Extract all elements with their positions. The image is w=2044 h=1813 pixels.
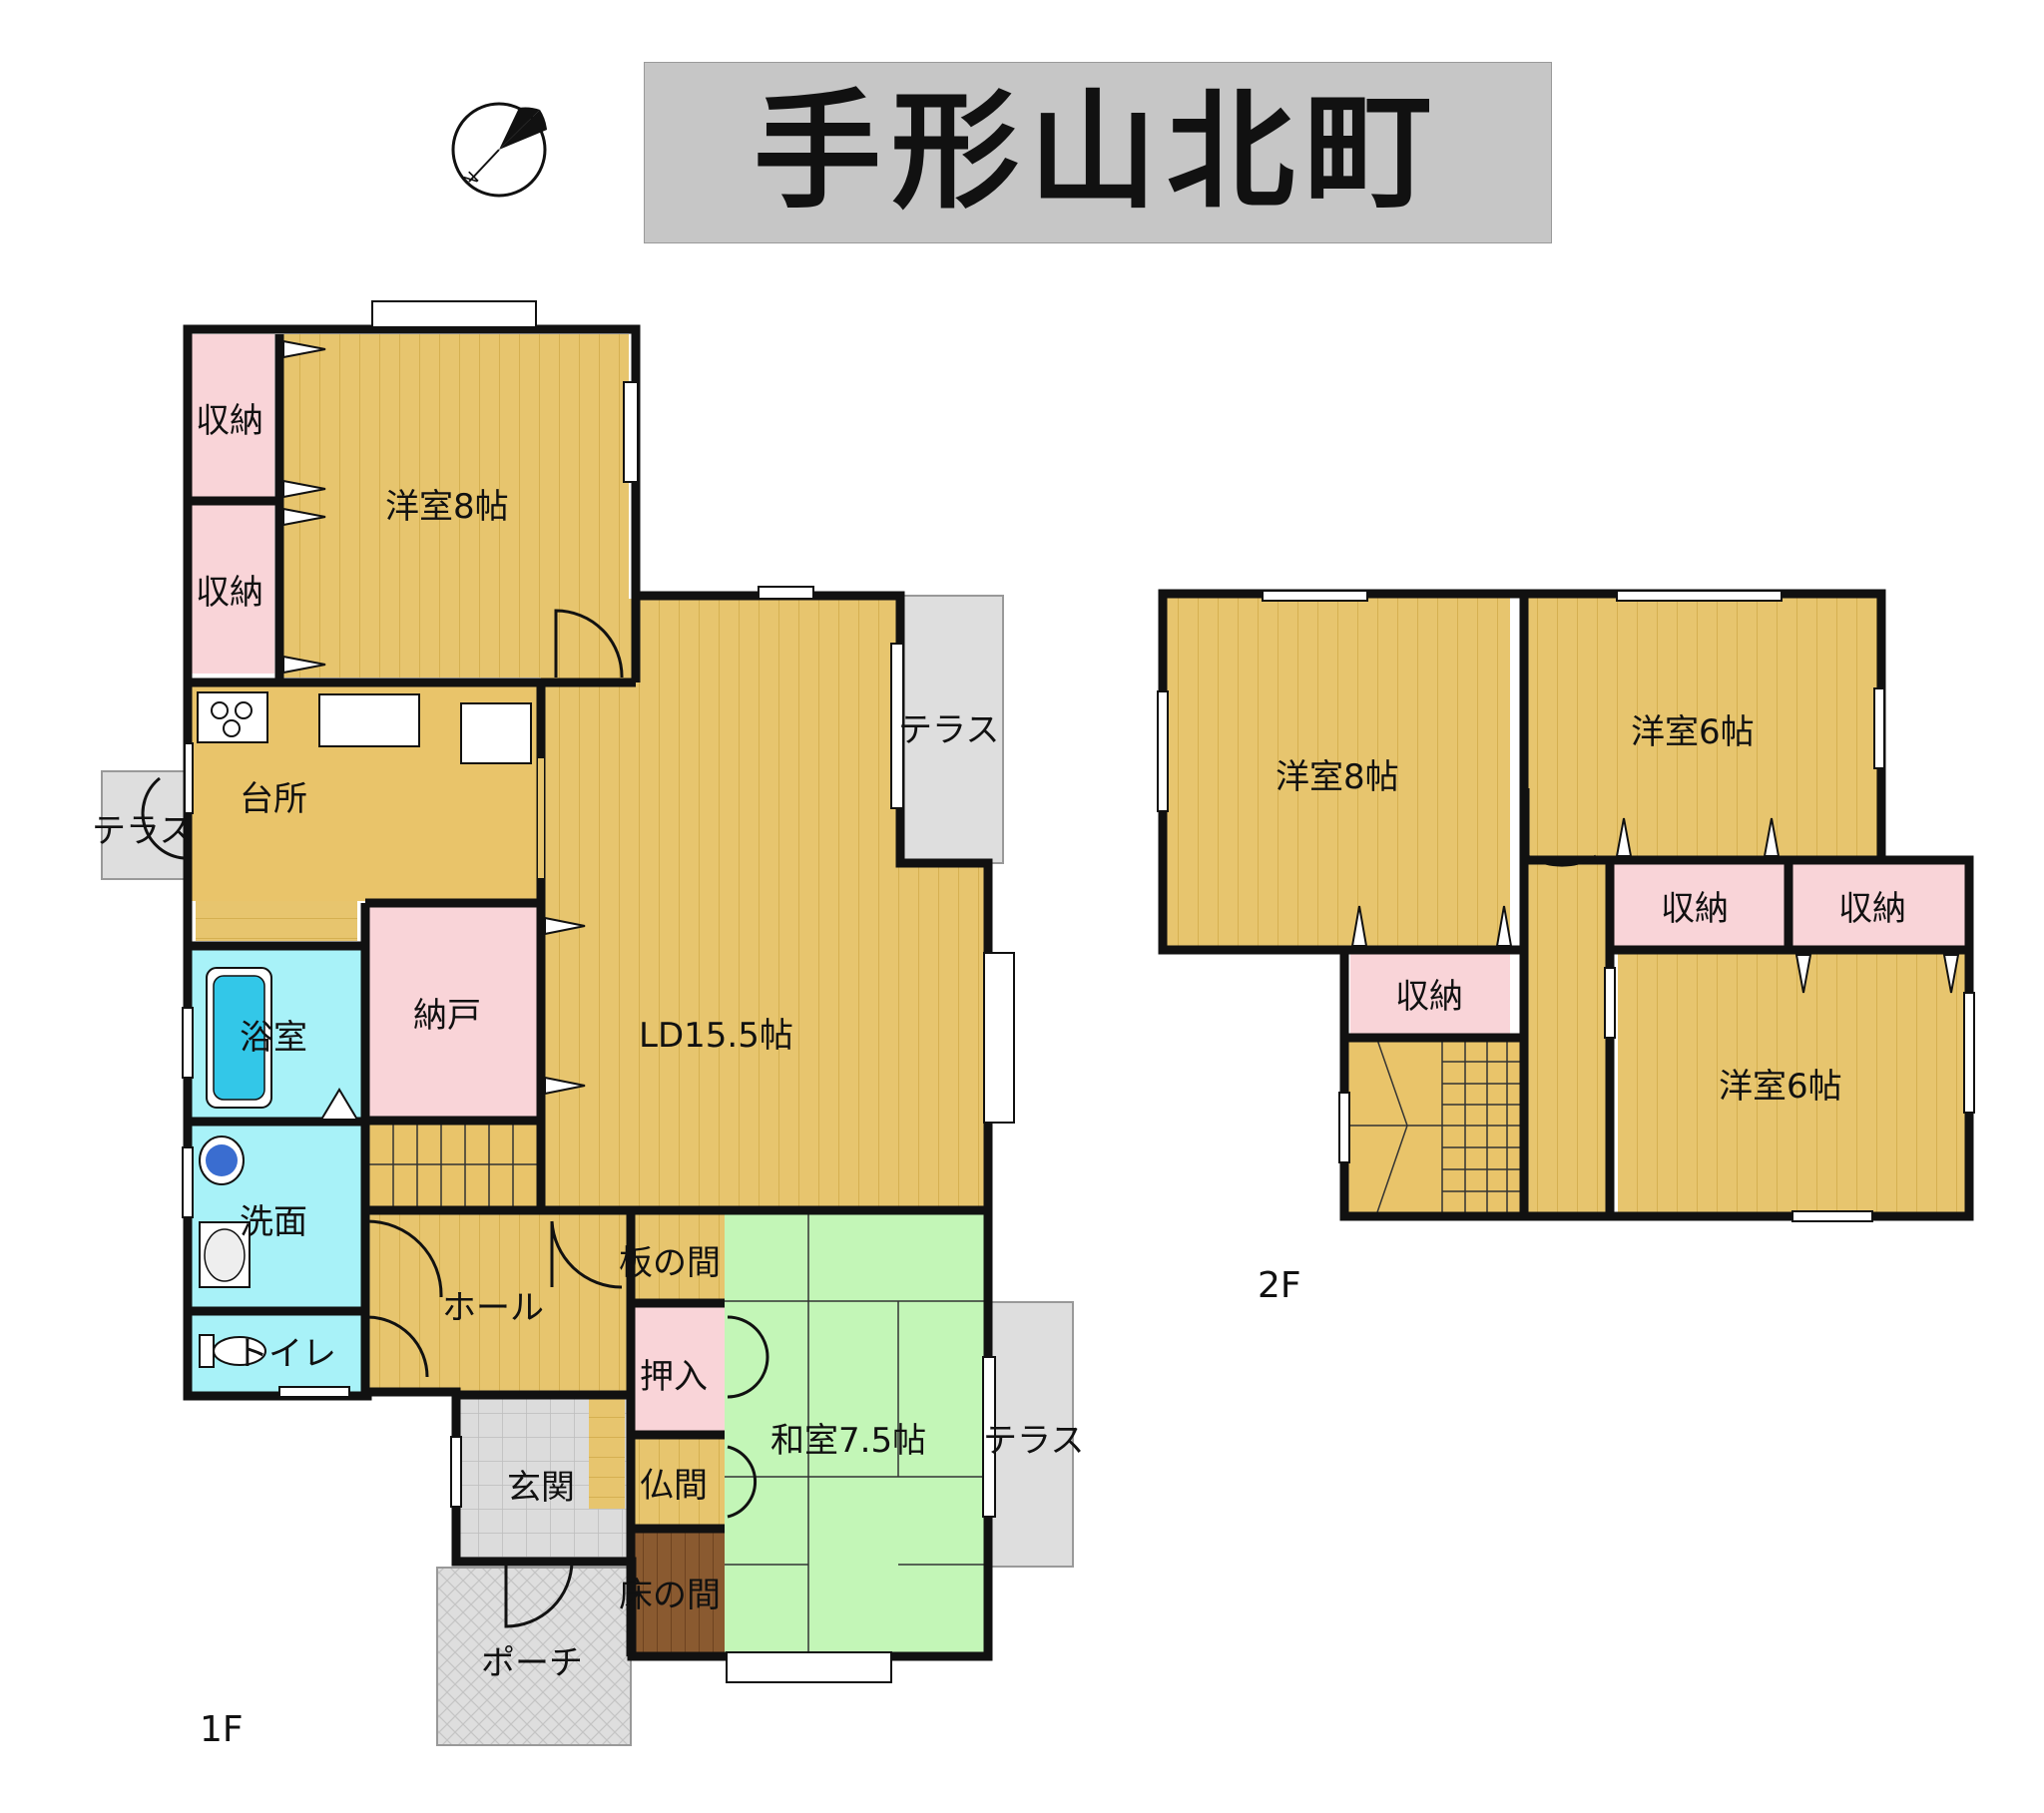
label-butsuma: 仏間 [640, 1466, 708, 1506]
label-wood-floor: 板の間 [619, 1243, 721, 1283]
label-western-6a-2f: 洋室6帖 [1631, 712, 1755, 752]
storage-a-1f [192, 334, 274, 499]
label-terrace-west: テラス [92, 811, 193, 851]
label-oshiire: 押入 [640, 1357, 708, 1397]
title-banner: 手形山北町 [644, 62, 1552, 243]
tokonoma-floor [635, 1531, 725, 1652]
label-western-8-2f: 洋室8帖 [1276, 757, 1399, 797]
sink-icon [318, 693, 420, 747]
label-kitchen: 台所 [240, 779, 307, 819]
itama-floor [635, 1211, 725, 1301]
oshiire-floor [635, 1305, 725, 1433]
label-bath: 浴室 [240, 1018, 307, 1058]
label-storage-b-1f: 収納 [196, 573, 263, 613]
hall-floor [367, 1211, 635, 1392]
label-storage-c-2f: 収納 [1838, 889, 1906, 929]
label-ld: LD15.5帖 [639, 1016, 793, 1056]
label-tokonoma: 床の間 [619, 1576, 721, 1615]
label-porch: ポーチ [481, 1643, 583, 1683]
nando-floor [369, 906, 541, 1118]
label-terrace-south: テラス [983, 1421, 1084, 1461]
label-japanese-room: 和室7.5帖 [770, 1421, 926, 1461]
butsuma-floor [635, 1437, 725, 1527]
label-storage-b-2f: 収納 [1661, 889, 1729, 929]
label-toilet: トイレ [235, 1334, 336, 1374]
floor-label-1f: 1F [200, 1709, 244, 1750]
label-western-room-1f: 洋室8帖 [385, 487, 509, 527]
label-hall: ホール [442, 1288, 544, 1328]
label-washroom: 洗面 [240, 1202, 307, 1242]
ld-floor [541, 599, 896, 1207]
porch-area [436, 1567, 632, 1746]
storage-b-1f [192, 504, 274, 674]
label-entrance: 玄関 [507, 1468, 575, 1508]
label-western-6b-2f: 洋室6帖 [1719, 1067, 1842, 1107]
floor-label-2f: 2F [1258, 1265, 1301, 1306]
stove-icon [197, 691, 268, 743]
label-closet-room: 納戸 [413, 996, 481, 1036]
label-storage-a-2f: 収納 [1395, 977, 1463, 1017]
label-terrace-east: テラス [898, 710, 999, 750]
toilet-icon [213, 1336, 266, 1366]
label-storage-a-1f: 収納 [196, 401, 263, 441]
japanese-room-floor [725, 1211, 984, 1652]
fridge-icon [460, 702, 532, 764]
compass-icon: N [451, 102, 547, 198]
page-title: 手形山北町 [753, 78, 1442, 227]
